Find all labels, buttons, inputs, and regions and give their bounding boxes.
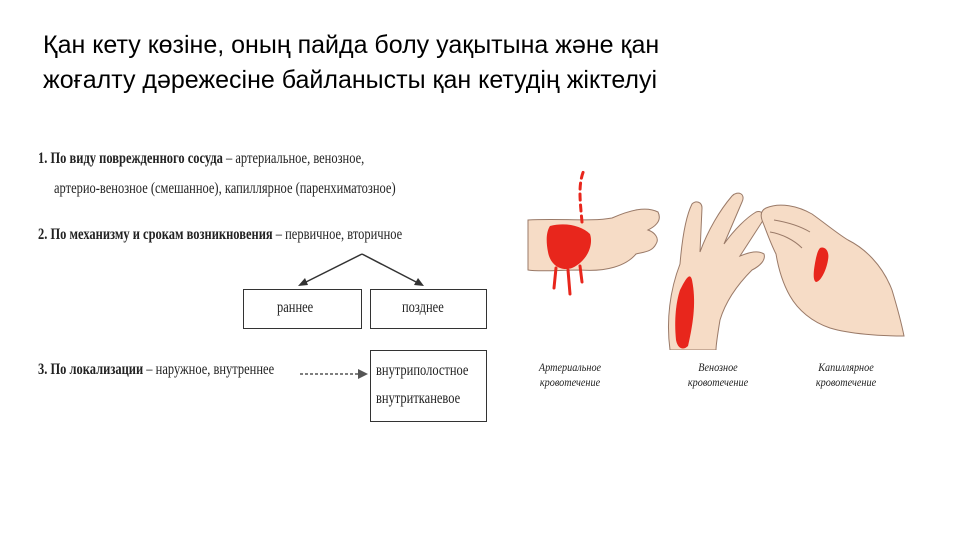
- item2-head: 2. По механизму и срокам возникновения: [38, 226, 273, 243]
- item3-tail: – наружное, внутреннее: [143, 361, 275, 378]
- slide-title: Қан кету көзіне, оның пайда болу уақытын…: [43, 28, 923, 98]
- arrow-right-head: [414, 278, 424, 286]
- title-line-1: Қан кету көзіне, оның пайда болу уақытын…: [43, 31, 660, 59]
- item2-line: 2. По механизму и срокам возникновения –…: [38, 226, 402, 244]
- early-label: раннее: [277, 299, 314, 316]
- caption-arterial-line1: Артериальное: [538, 360, 602, 374]
- internal-label-1: внутриполостное: [376, 362, 469, 379]
- caption-venous-line1: Венозное: [698, 360, 738, 374]
- item3-line: 3. По локализации – наружное, внутреннее: [38, 361, 274, 379]
- caption-capillary: Капиллярное кровотечение: [804, 360, 889, 390]
- arrow-right-line: [361, 253, 421, 285]
- arterial-blood-spurt: [578, 168, 586, 224]
- caption-venous: Венозное кровотечение: [676, 360, 761, 390]
- capillary-blood: [813, 247, 829, 282]
- title-line-2: жоғалту дәрежесіне байланысты қан кетуді…: [43, 66, 658, 94]
- arrow-left-line: [301, 253, 363, 285]
- capillary-finger-lines: [769, 219, 811, 249]
- arterial-hand: [527, 168, 660, 296]
- caption-capillary-line1: Капиллярное: [818, 360, 874, 374]
- venous-blood: [675, 276, 695, 349]
- capillary-hand: [760, 204, 905, 337]
- caption-capillary-line2: кровотечение: [815, 375, 877, 389]
- late-label: позднее: [402, 299, 444, 316]
- caption-venous-line2: кровотечение: [687, 375, 749, 389]
- late-box: [370, 289, 487, 329]
- capillary-hand-shape: [760, 204, 905, 337]
- item3-head: 3. По локализации: [38, 361, 144, 378]
- item1-line2: артерио-венозное (смешанное), капиллярно…: [54, 180, 396, 197]
- arrow-left-head: [298, 278, 308, 286]
- item1-tail: – артериальное, венозное,: [222, 150, 365, 167]
- bleeding-types-illustration: [527, 168, 905, 350]
- venous-hand: [668, 192, 765, 350]
- early-box: [243, 289, 362, 329]
- caption-arterial-line2: кровотечение: [539, 375, 601, 389]
- arterial-blood-drips: [552, 264, 584, 296]
- item1-line1: 1. По виду поврежденного сосуда – артери…: [38, 150, 364, 168]
- internal-box: [370, 350, 487, 422]
- internal-label-2: внутритканевое: [376, 390, 461, 407]
- item1-head: 1. По виду поврежденного сосуда: [38, 150, 223, 167]
- item3-arrow-head: [358, 369, 368, 379]
- caption-arterial: Артериальное кровотечение: [528, 360, 613, 390]
- item2-tail: – первичное, вторичное: [272, 226, 403, 243]
- arterial-blood-wound: [546, 224, 592, 270]
